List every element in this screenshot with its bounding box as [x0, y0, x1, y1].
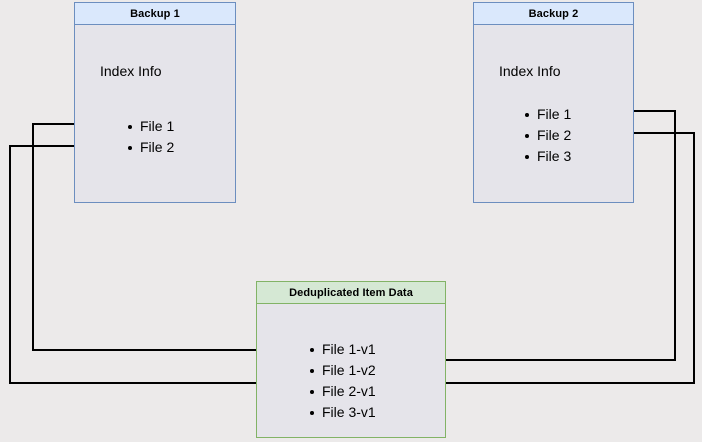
dedup-item[interactable]: File 1-v1 [308, 339, 376, 360]
backup1-index-info-label: Index Info [100, 63, 162, 79]
dedup-title: Deduplicated Item Data [257, 282, 445, 304]
backup2-file-item[interactable]: File 1 [523, 104, 571, 125]
backup2-title: Backup 2 [474, 3, 633, 25]
backup1-file-item[interactable]: File 2 [126, 137, 174, 158]
dedup-item[interactable]: File 2-v1 [308, 381, 376, 402]
backup1-file-item[interactable]: File 1 [126, 116, 174, 137]
backup1-file-list: File 1 File 2 [126, 116, 174, 158]
backup2-file-list: File 1 File 2 File 3 [523, 104, 571, 167]
backup2-file-item[interactable]: File 3 [523, 146, 571, 167]
backup2-file-item[interactable]: File 2 [523, 125, 571, 146]
dedup-item-list: File 1-v1 File 1-v2 File 2-v1 File 3-v1 [308, 339, 376, 423]
backup2-box[interactable]: Backup 2 Index Info File 1 File 2 File 3 [473, 2, 634, 203]
backup1-title: Backup 1 [75, 3, 235, 25]
backup2-index-info-label: Index Info [499, 63, 561, 79]
deduplicated-item-data-box[interactable]: Deduplicated Item Data File 1-v1 File 1-… [256, 281, 446, 438]
dedup-item[interactable]: File 3-v1 [308, 402, 376, 423]
backup1-box[interactable]: Backup 1 Index Info File 1 File 2 [74, 2, 236, 203]
dedup-item[interactable]: File 1-v2 [308, 360, 376, 381]
